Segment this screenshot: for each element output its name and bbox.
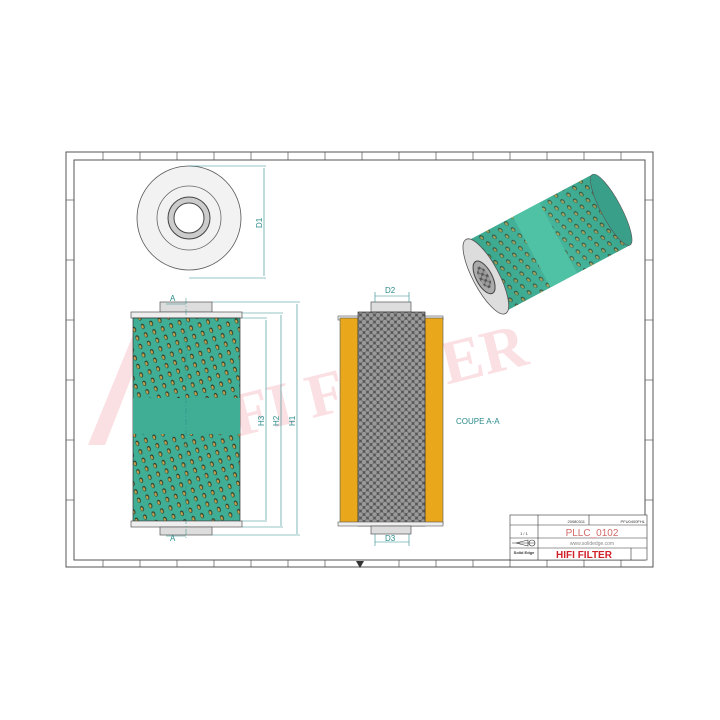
section-label: COUPE A-A — [456, 417, 500, 426]
dimensions-d2-d3 — [374, 292, 410, 546]
dimensions-h — [166, 301, 300, 537]
label-h3: H3 — [257, 415, 266, 426]
section-marker-bottom: A — [170, 534, 176, 543]
inner-frame — [73, 159, 646, 561]
center-mark-icon — [356, 561, 364, 568]
section-marker-top: A — [170, 294, 176, 303]
label-d3: D3 — [385, 534, 396, 543]
top-view — [136, 165, 242, 271]
section-view — [337, 301, 444, 535]
frame-ticks — [66, 152, 653, 567]
website: www.solidedge.com — [570, 541, 614, 547]
label-h2: H2 — [272, 415, 281, 426]
side-view — [130, 298, 243, 540]
scale: 1 / 1 — [520, 531, 529, 536]
brand-name: HIFI FILTER — [556, 550, 613, 561]
code-left: 20080311 — [568, 519, 586, 524]
label-h1: H1 — [288, 415, 297, 426]
part-number: PLLC_0102 — [566, 528, 619, 539]
code-right: PFU0400FHL — [621, 519, 646, 524]
dimension-d1 — [189, 165, 266, 279]
label-d2: D2 — [385, 286, 396, 295]
isometric-view — [462, 173, 633, 315]
label-d1: D1 — [255, 217, 264, 228]
software-label: Solid Edge — [514, 550, 535, 555]
projection-symbol-icon — [512, 539, 536, 547]
title-block — [509, 514, 648, 561]
